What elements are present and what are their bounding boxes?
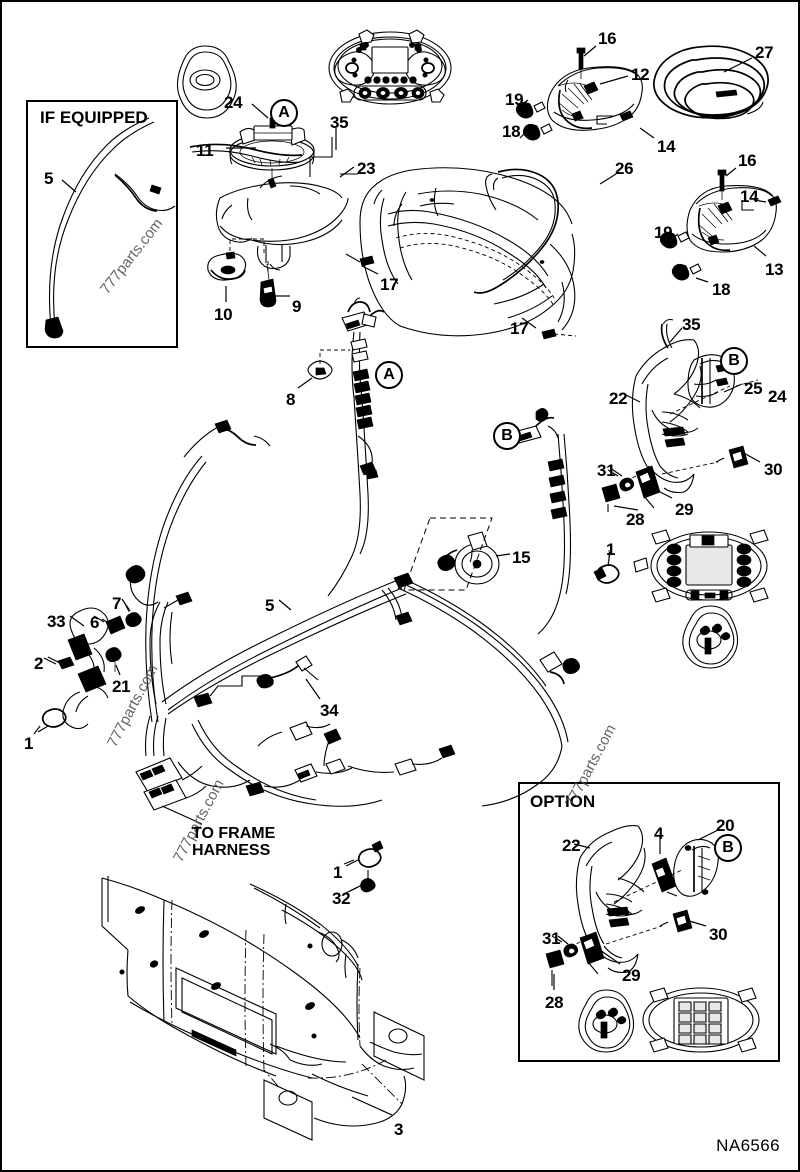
callout-28-option: 28 bbox=[545, 993, 564, 1012]
assembly-link-dash bbox=[230, 239, 264, 253]
to-frame-harness-label: TO FRAME HARNESS bbox=[192, 825, 276, 859]
callout-14-right: 14 bbox=[740, 187, 759, 206]
panel-if-equipped bbox=[26, 100, 178, 348]
elbow-fitting-cluster bbox=[44, 602, 141, 729]
callout-33: 33 bbox=[47, 612, 66, 631]
callout-4-option: 4 bbox=[654, 824, 664, 843]
lamp-housing-part-13 bbox=[660, 170, 781, 280]
callout-12: 12 bbox=[631, 65, 650, 84]
coiled-hose-part-27 bbox=[654, 46, 768, 118]
callout-11: 11 bbox=[196, 141, 214, 160]
balloon-b-mid: B bbox=[493, 422, 521, 450]
callout-6: 6 bbox=[90, 613, 100, 632]
grommet-part-1-midright bbox=[594, 550, 619, 583]
callout-19-top: 19 bbox=[505, 90, 524, 109]
callout-19-right: 19 bbox=[654, 223, 673, 242]
main-wire-harness-part-5 bbox=[126, 420, 568, 810]
balloon-a-top: A bbox=[270, 99, 298, 127]
grommet-part-1-bottom bbox=[344, 841, 383, 893]
wire-harness-branch-b bbox=[514, 408, 580, 673]
callout-20-option: 20 bbox=[716, 816, 735, 835]
callout-32: 32 bbox=[332, 889, 351, 908]
dome-lamp-part-10 bbox=[208, 252, 246, 280]
if-equipped-cable bbox=[45, 118, 175, 338]
callout-17-right: 17 bbox=[510, 319, 529, 338]
callout-10: 10 bbox=[214, 305, 233, 324]
callout-22-right: 22 bbox=[609, 389, 628, 408]
horn-part-15 bbox=[404, 518, 499, 590]
pedal-assembly-right bbox=[602, 320, 758, 513]
callout-30-option: 30 bbox=[709, 925, 728, 944]
callout-18-right: 18 bbox=[712, 280, 731, 299]
callout-24-right: 24 bbox=[768, 387, 787, 406]
callout-29-right: 29 bbox=[675, 500, 694, 519]
callout-35-top: 35 bbox=[330, 113, 349, 132]
callout-1-bottom: 1 bbox=[333, 863, 343, 882]
callout-1-midright: 1 bbox=[606, 540, 616, 559]
display-panel-detail bbox=[634, 530, 768, 668]
console-shroud-assembly bbox=[216, 168, 348, 270]
panel-option-title: OPTION bbox=[530, 792, 596, 811]
callout-7: 7 bbox=[112, 594, 122, 613]
balloon-a-mid: A bbox=[375, 361, 403, 389]
callout-18-top: 18 bbox=[502, 122, 521, 141]
callout-1-left: 1 bbox=[24, 734, 34, 753]
bracket-part-23 bbox=[190, 137, 358, 177]
callout-8: 8 bbox=[286, 390, 296, 409]
option-pedal-assembly bbox=[546, 826, 759, 1052]
gasket-seal-part-26 bbox=[474, 169, 558, 293]
callout-35-right: 35 bbox=[682, 315, 701, 334]
panel-if-equipped-title: IF EQUIPPED bbox=[40, 108, 148, 127]
callout-24-top: 24 bbox=[224, 93, 243, 112]
callout-25: 25 bbox=[744, 379, 763, 398]
instrument-cluster-display bbox=[329, 30, 451, 104]
callout-27: 27 bbox=[755, 43, 774, 62]
grommet-triangle-part bbox=[177, 46, 236, 118]
balloon-b-option: B bbox=[714, 834, 742, 862]
callout-16-right: 16 bbox=[738, 151, 757, 170]
callout-3: 3 bbox=[394, 1120, 404, 1139]
panel-option bbox=[518, 782, 780, 1062]
lamp-housing-part-12 bbox=[547, 48, 642, 130]
steering-ring-part-11 bbox=[230, 118, 314, 170]
callout-29-option: 29 bbox=[622, 966, 641, 985]
callout-9: 9 bbox=[292, 297, 302, 316]
drawing-number: NA6566 bbox=[716, 1136, 780, 1155]
callout-31-right: 31 bbox=[597, 461, 616, 480]
callout-22-option: 22 bbox=[562, 836, 581, 855]
callout-16-topleft: 16 bbox=[598, 29, 617, 48]
grommet-part-1-left bbox=[34, 709, 66, 734]
callout-5-center: 5 bbox=[265, 596, 275, 615]
callout-13: 13 bbox=[765, 260, 784, 279]
callout-31-option: 31 bbox=[542, 929, 561, 948]
cab-dash-frame bbox=[360, 168, 575, 336]
callout-2: 2 bbox=[34, 654, 44, 673]
callout-14-top: 14 bbox=[657, 137, 676, 156]
callout-15: 15 bbox=[512, 548, 531, 567]
bolts-part-17 bbox=[346, 254, 576, 339]
callout-leader-lines bbox=[38, 46, 766, 1115]
wire-harness-branch-a bbox=[308, 298, 384, 596]
callout-21: 21 bbox=[112, 677, 131, 696]
callout-26: 26 bbox=[615, 159, 634, 178]
callout-23: 23 bbox=[357, 159, 376, 178]
callout-17-left: 17 bbox=[380, 275, 399, 294]
balloon-b-right: B bbox=[720, 347, 748, 375]
callout-30-right: 30 bbox=[764, 460, 783, 479]
mounting-plate-part-3 bbox=[102, 876, 424, 1140]
callout-5-ifequipped: 5 bbox=[44, 169, 54, 188]
switch-part-9 bbox=[260, 264, 276, 307]
callout-28-right: 28 bbox=[626, 510, 645, 529]
callout-34: 34 bbox=[320, 701, 339, 720]
